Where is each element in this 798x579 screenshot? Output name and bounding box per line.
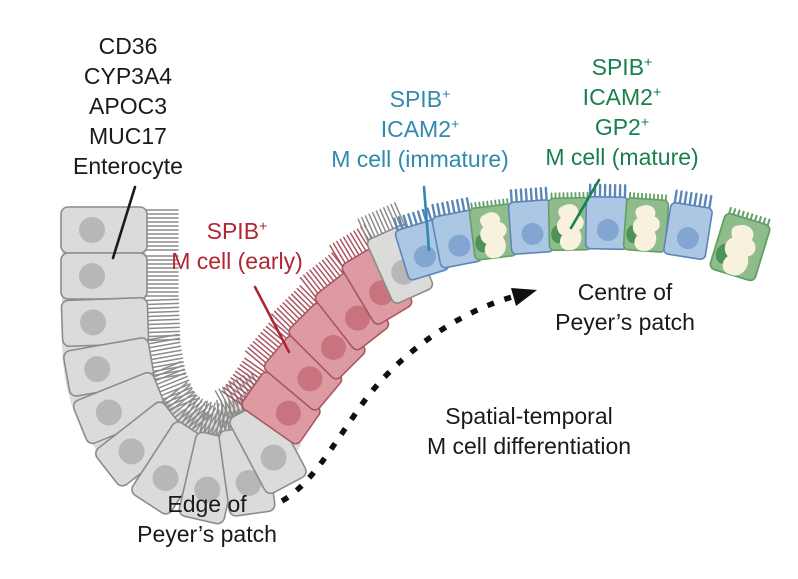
differentiation-arrow-path bbox=[280, 294, 513, 504]
plus-superscript: + bbox=[259, 218, 268, 235]
plus-superscript: + bbox=[450, 116, 460, 133]
marker-icam2-mature: ICAM2+ bbox=[582, 84, 662, 110]
centre-of-peyers-patch-label: Centre of Peyer’s patch bbox=[555, 279, 695, 335]
enterocyte-cell bbox=[60, 206, 179, 254]
immature-and-mature-m-cells bbox=[389, 183, 774, 283]
plus-superscript: + bbox=[640, 114, 650, 131]
mature-m-cell-label: SPIB+ ICAM2+ GP2+ M cell (mature) bbox=[545, 52, 698, 172]
gene-cd36: CD36 bbox=[98, 33, 158, 59]
process-label: Spatial-temporal M cell differentiation bbox=[426, 403, 632, 459]
immature-m-cell-pointer-line bbox=[422, 185, 431, 252]
marker-icam2-immature: ICAM2+ bbox=[380, 116, 460, 142]
early-m-cell-name: M cell (early) bbox=[171, 248, 303, 274]
mature-m-cell-name: M cell (mature) bbox=[545, 144, 699, 170]
immature-m-cell bbox=[506, 186, 555, 256]
marker-spib-immature: SPIB+ bbox=[389, 86, 451, 112]
mature-m-cell bbox=[622, 191, 671, 254]
marker-spib-mature: SPIB+ bbox=[591, 54, 653, 80]
plus-superscript: + bbox=[442, 86, 451, 103]
gene-cyp3a4: CYP3A4 bbox=[83, 63, 173, 89]
plus-superscript: + bbox=[652, 84, 662, 101]
immature-m-cell bbox=[661, 188, 716, 262]
differentiation-arrow bbox=[280, 288, 537, 504]
gene-apoc3: APOC3 bbox=[89, 93, 167, 119]
edge-of-peyers-patch-label: Edge of Peyer’s patch bbox=[137, 491, 277, 547]
marker-gp2-mature: GP2+ bbox=[594, 114, 650, 140]
mature-m-cell bbox=[707, 205, 774, 283]
enterocyte-pointer-line bbox=[111, 185, 137, 260]
immature-m-cell-name: M cell (immature) bbox=[331, 146, 509, 172]
enterocyte-name: Enterocyte bbox=[73, 153, 183, 179]
marker-spib-early: SPIB+ bbox=[206, 218, 268, 244]
plus-superscript: + bbox=[644, 54, 653, 71]
enterocyte-cell bbox=[60, 295, 181, 348]
gene-muc17: MUC17 bbox=[89, 123, 167, 149]
early-m-cell-label: SPIB+ M cell (early) bbox=[171, 216, 303, 276]
enterocyte-cell bbox=[60, 252, 179, 300]
immature-m-cell-label: SPIB+ ICAM2+ M cell (immature) bbox=[331, 84, 509, 174]
early-m-cell-pointer-line bbox=[253, 285, 291, 354]
differentiation-arrow-head bbox=[511, 288, 537, 306]
enterocyte-label: CD36 CYP3A4 APOC3 MUC17 Enterocyte bbox=[73, 31, 183, 181]
mature-m-cell-pointer-line bbox=[569, 178, 601, 230]
